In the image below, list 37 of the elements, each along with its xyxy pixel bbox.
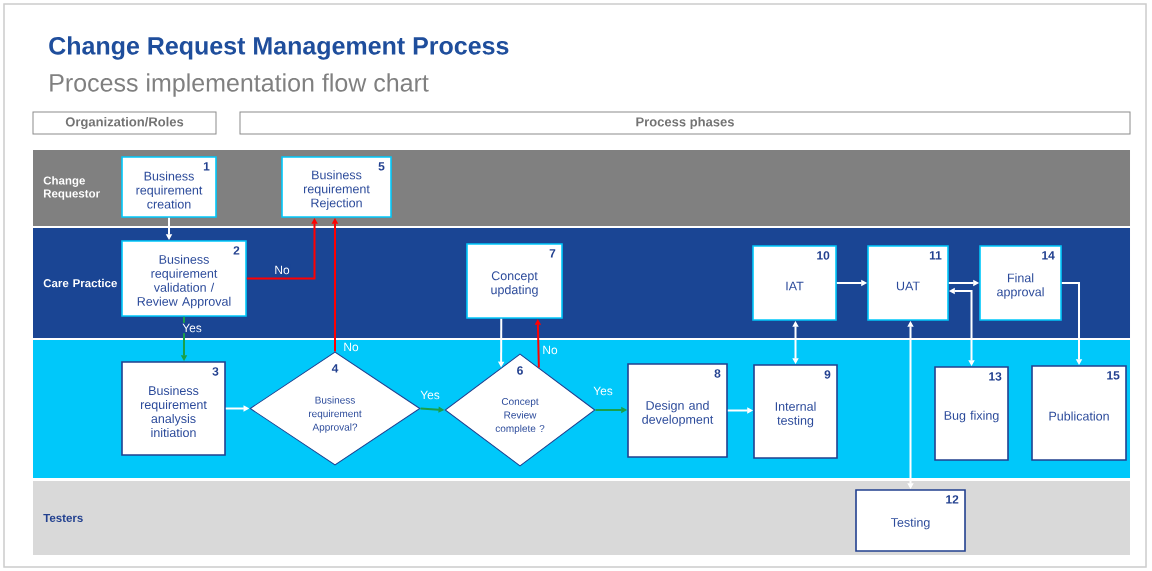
process-box: 9 Internal testing [753,364,838,459]
step-number: 4 [331,364,339,373]
process-box: 14 Final approval [979,245,1062,321]
step-number: 5 [378,162,385,171]
step-number: 7 [549,249,556,258]
step-number: 9 [824,370,831,379]
step-number: 6 [517,366,523,375]
step-number: 11 [929,251,942,260]
edge-label: Yes [181,322,203,334]
header-box: Organization/Roles [32,111,217,135]
edge-label: No [273,264,291,276]
step-number: 14 [1042,251,1055,260]
header-box: Process phases [239,111,1131,135]
process-box: 5 Business requirement Rejection [281,156,392,218]
edge-label: No [541,344,559,356]
process-box: 8 Design and development [627,363,728,458]
process-box: 7 Concept updating [466,243,563,319]
process-box: 11 UAT [867,245,949,321]
process-box: 2 Business requirement validation / Review Approval [121,240,247,317]
subtitle: Process implementation flow chart [50,73,429,97]
process-box: 12 Testing [855,489,966,552]
edge-label: Yes [419,389,441,401]
process-box: 3 Business requirement analysis initiation [121,361,226,456]
step-number: 13 [989,372,1002,381]
step-number: 8 [714,369,721,378]
process-box: 13 Bug fixing [934,366,1009,461]
step-number: 12 [946,495,959,504]
step-number: 3 [212,367,219,376]
edge-label: No [342,341,360,353]
process-box: 1 Business requirement creation [121,156,217,218]
process-box: 10 IAT [752,245,837,321]
step-number: 2 [233,246,240,255]
title: Change Request Management Process [49,36,509,60]
step-number: 15 [1107,371,1120,380]
step-number: 1 [203,162,210,171]
step-number: 10 [817,251,830,260]
process-box: 15 Publication [1031,365,1127,461]
